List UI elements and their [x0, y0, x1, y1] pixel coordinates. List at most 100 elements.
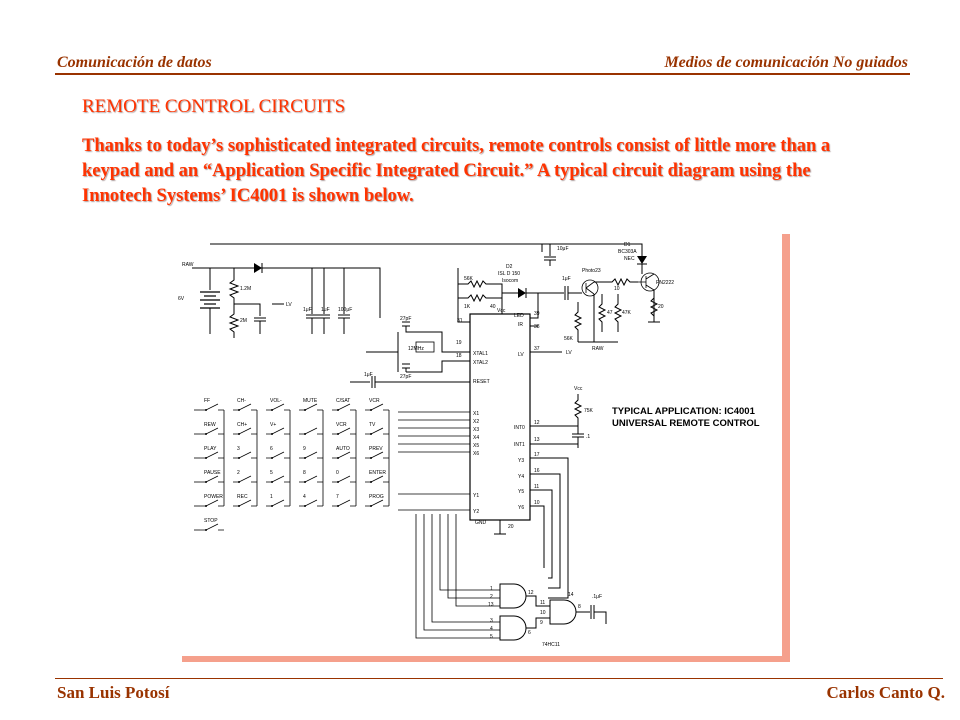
keypad-bus-lines: [398, 411, 500, 639]
d1-brand-label: NEC: [624, 256, 635, 262]
pin-num-11: 11: [534, 484, 539, 490]
keypad-switch-contact: [238, 457, 240, 459]
c-reset-label: 1μF: [364, 372, 373, 378]
keypad-key-label: AUTO: [336, 446, 350, 452]
pin-int1: INT1: [514, 442, 525, 448]
keypad-key-label: PAUSE: [204, 470, 221, 476]
pin-vcc: Vcc: [497, 308, 506, 314]
d1-label: D1: [624, 242, 631, 248]
reset-capacitor: 1μF: [350, 372, 470, 388]
keypad-switch-contact: [337, 481, 339, 483]
pin-num-13: 13: [534, 437, 540, 443]
lv-output: 37 LV: [530, 346, 572, 356]
pin-reset: RESET: [473, 379, 490, 385]
keypad-key-label: PREV: [369, 446, 383, 452]
keypad-switch-contact: [271, 457, 273, 459]
footer-author: Carlos Canto Q.: [826, 683, 945, 702]
keypad-switch-contact: [304, 505, 306, 507]
keypad-key-label: PLAY: [204, 446, 217, 452]
gate-pin-9: 9: [540, 620, 543, 626]
gate-pin-2: 2: [490, 594, 493, 600]
battery-label: 6V: [178, 296, 185, 302]
led-part-label: ISL D 150: [498, 271, 520, 277]
header-topic-title: Medios de comunicación No guiados: [664, 54, 908, 71]
pin-num-39b: 39: [534, 311, 540, 317]
pin-y4: Y4: [518, 474, 524, 480]
circuit-diagram-figure: RAW 6V 1.2M 2M LV 1μF 1μF 100μF: [172, 222, 796, 666]
keypad-switch-contact: [304, 457, 306, 459]
lv-label-right: LV: [566, 350, 572, 356]
gate-pin-4: 4: [490, 626, 493, 632]
keypad-switch-contact: [337, 433, 339, 435]
header-divider: [55, 73, 910, 75]
keypad-switch-contact: [238, 505, 240, 507]
xtal-c2-label: 27pF: [400, 374, 411, 380]
pin-y5: Y5: [518, 489, 524, 495]
keypad-key-label: VOL-: [270, 398, 282, 404]
keypad-key-label: VCR: [369, 398, 380, 404]
keypad-switch-contact: [205, 505, 207, 507]
r56k2-label: 56K: [564, 336, 574, 342]
footer-divider: [55, 678, 943, 679]
r10-label: 10: [614, 286, 620, 292]
keypad-key-label: POWER: [204, 494, 223, 500]
ic4001-chip: GND 20 31 19 XTAL1 18 XTAL2 RESET X1 X2 …: [456, 308, 531, 535]
keypad-switch-contact: [370, 409, 372, 411]
c3-label: 100μF: [338, 307, 352, 313]
keypad-key-label: ENTER: [369, 470, 386, 476]
keypad-key-label: 0: [336, 470, 339, 476]
d2-label: D2: [506, 264, 513, 270]
pin-int0: INT0: [514, 425, 525, 431]
gate-pin-6: 6: [528, 630, 531, 636]
keypad-switch-contact: [205, 529, 207, 531]
gnd-pin: 20: [508, 524, 514, 530]
keypad-switch-contact: [304, 433, 306, 435]
crystal-oscillator: 27pF 12MHz 27pF: [366, 316, 470, 380]
pin-x3: X3: [473, 427, 479, 433]
keypad-switch-contact: [271, 409, 273, 411]
xtal-label: 12MHz: [408, 346, 424, 352]
keypad-key-label: 2: [237, 470, 240, 476]
xtal-c1-label: 27pF: [400, 316, 411, 322]
keypad-switch-contact: [205, 409, 207, 411]
led-brand-label: Isocom: [502, 278, 518, 284]
keypad-key-label: 9: [303, 446, 306, 452]
interrupt-section: Vcc 75K .1 12 13 TYPICAL APPLICATION: IC…: [530, 386, 760, 448]
r47-label: 47: [607, 310, 613, 316]
pin-x5: X5: [473, 443, 479, 449]
keypad-switch-contact: [304, 481, 306, 483]
top-capacitor: 10μF: [544, 244, 569, 266]
keypad-key-label: PROG: [369, 494, 384, 500]
c2-label: 1μF: [321, 307, 330, 313]
pin-num-38: 38: [534, 324, 540, 330]
gate-pin-11: 11: [540, 600, 545, 606]
output-wires: 17 16 11 10: [530, 452, 569, 599]
pin-num-18: 18: [456, 353, 462, 359]
pin-lv: LV: [518, 352, 524, 358]
gate-pin-5: 5: [490, 634, 493, 640]
keypad-switch-contact: [238, 433, 240, 435]
pin-x2: X2: [473, 419, 479, 425]
gate-pin-10: 10: [540, 610, 546, 616]
c-int-label: .1: [586, 434, 590, 440]
keypad-key-label: 6: [270, 446, 273, 452]
pin-y2: Y2: [473, 509, 479, 515]
keypad-switch-contact: [271, 505, 273, 507]
keypad-key-label: C/SAT: [336, 398, 350, 404]
keypad-switch-contact: [370, 433, 372, 435]
c-gate-label: .1μF: [592, 594, 602, 600]
rail-capacitors: 1μF 1μF 100μF: [303, 268, 352, 334]
gate-pin-12: 12: [528, 590, 534, 596]
keypad-key-label: 7: [336, 494, 339, 500]
diagram-caption-line1: TYPICAL APPLICATION: IC4001: [612, 406, 756, 417]
c1-label: 1μF: [303, 307, 312, 313]
keypad-key-label: STOP: [204, 518, 218, 524]
keypad-key-label: FF: [204, 398, 210, 404]
keypad-switch-contact: [238, 481, 240, 483]
r20-label: 20: [658, 304, 664, 310]
r40-label: 40: [490, 304, 496, 310]
pin-xtal2: XTAL2: [473, 360, 488, 366]
keypad-key-label: VCR: [336, 422, 347, 428]
led-network: 56K 1K 40 D2 ISL D 150 Isocom 39 38: [457, 264, 540, 330]
